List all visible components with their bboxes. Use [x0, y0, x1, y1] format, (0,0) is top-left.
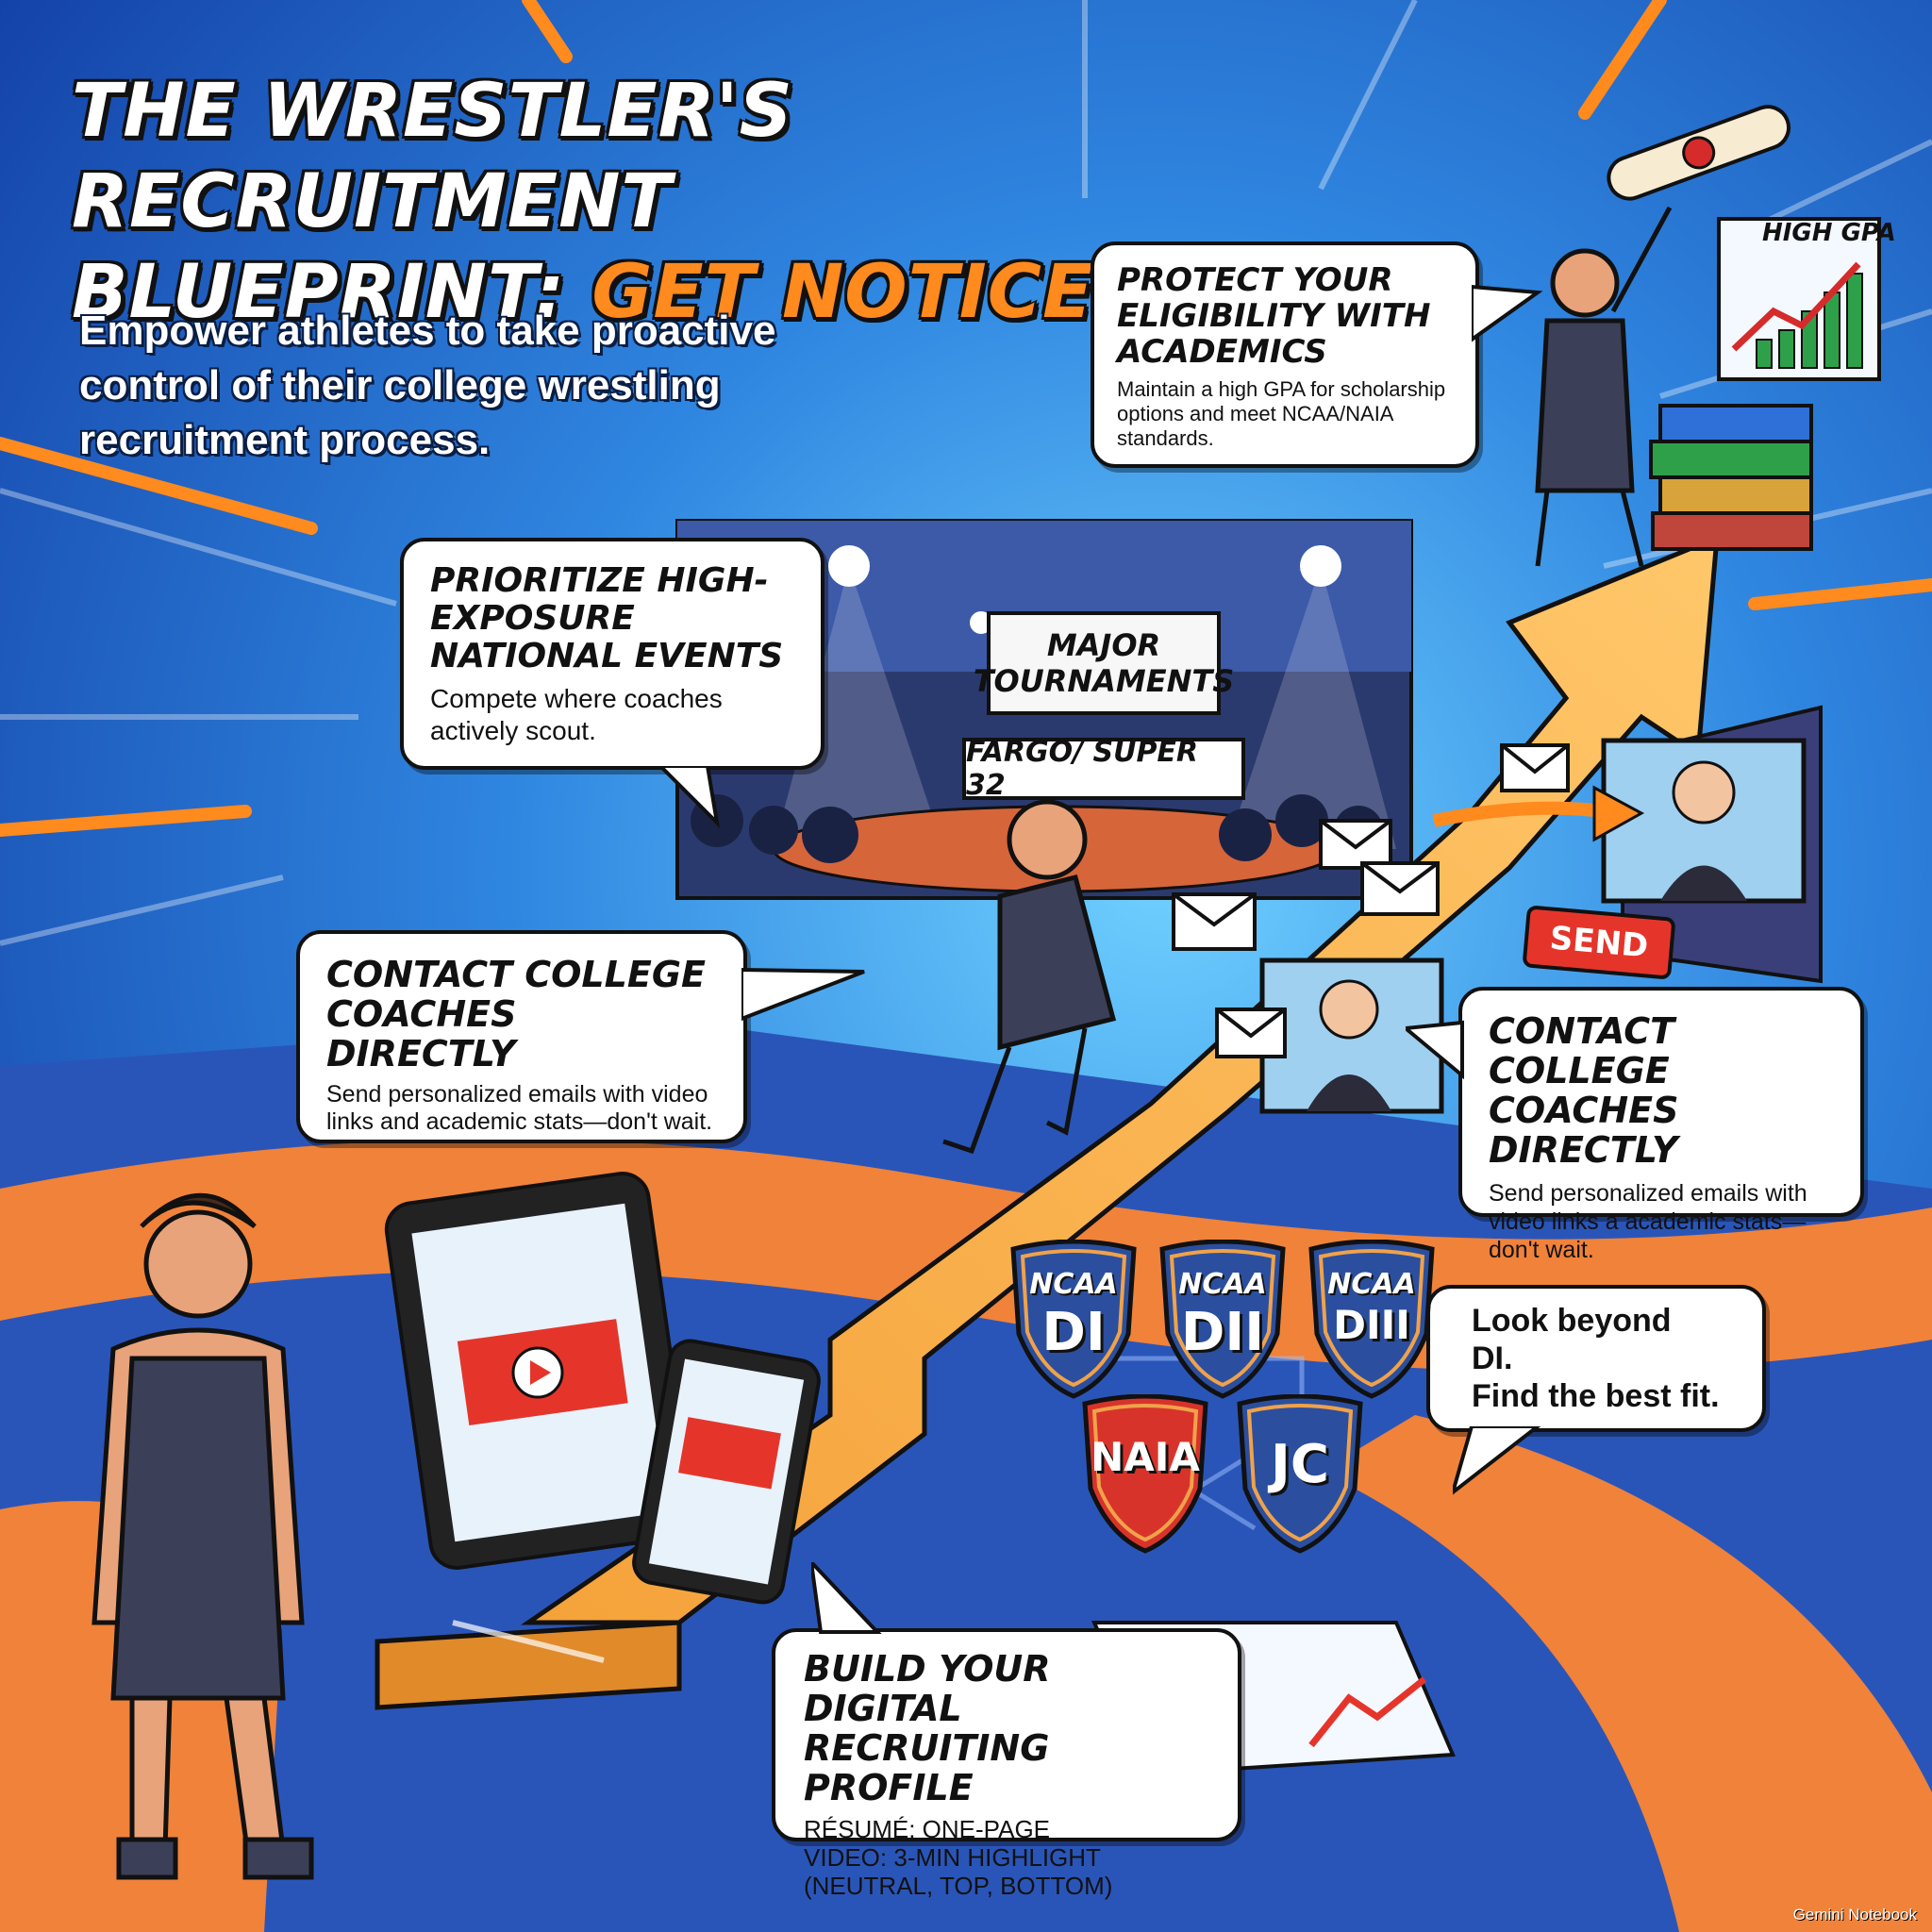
- contact-right-body: Send personalized emails with video link…: [1489, 1180, 1807, 1263]
- shield-icon: [1010, 1239, 1137, 1399]
- contact-left-bubble: CONTACT COLLEGE COACHES DIRECTLY Send pe…: [296, 930, 747, 1143]
- title-line-1: THE WRESTLER'S RECRUITMENT: [72, 69, 793, 244]
- academics-body: Maintain a high GPA for scholarship opti…: [1117, 377, 1446, 450]
- shield-icon: [1237, 1393, 1363, 1554]
- events-heading: PRIORITIZE HIGH-EXPOSURE NATIONAL EVENTS: [430, 561, 784, 675]
- fit-bubble-tail: [1453, 1426, 1541, 1495]
- subtitle: Empower athletes to take proactive contr…: [79, 308, 776, 463]
- profile-video: VIDEO: 3-MIN HIGHLIGHT: [804, 1843, 1101, 1872]
- shield-main-label: DIII: [1333, 1302, 1410, 1348]
- fit-line-1: Look beyond DI.: [1472, 1303, 1672, 1376]
- watermark: Gemini Notebook: [1792, 1906, 1917, 1924]
- title-line-2: BLUEPRINT: GET NOTICED: [72, 247, 1298, 338]
- shield-main-label: NAIA: [1091, 1434, 1200, 1480]
- shield-icon: [1082, 1393, 1208, 1554]
- shield-main-label: JC: [1271, 1434, 1329, 1495]
- division-shield-jc: JC: [1232, 1393, 1368, 1555]
- profile-positions: (NEUTRAL, TOP, BOTTOM): [804, 1872, 1113, 1900]
- shield-top-label: NCAA: [1029, 1268, 1118, 1301]
- contact-left-bubble-tail: [741, 967, 865, 1022]
- academics-heading: PROTECT YOUR ELIGIBILITY WITH ACADEMICS: [1117, 261, 1431, 371]
- division-shield-naia: NAIA: [1077, 1393, 1213, 1555]
- page-title: THE WRESTLER'S RECRUITMENT BLUEPRINT: GE…: [72, 66, 1298, 338]
- shield-main-label: DI: [1041, 1302, 1106, 1363]
- gpa-chart-label: HIGH GPA: [1762, 219, 1896, 247]
- events-bubble: PRIORITIZE HIGH-EXPOSURE NATIONAL EVENTS…: [400, 538, 824, 770]
- shield-icon: [1308, 1239, 1435, 1399]
- events-bubble-tail: [658, 766, 720, 828]
- profile-bubble: BUILD YOUR DIGITAL RECRUITING PROFILE RÉ…: [772, 1628, 1241, 1900]
- tournament-banner-text: MAJOR TOURNAMENTS: [973, 627, 1235, 699]
- academics-bubble: PROTECT YOUR ELIGIBILITY WITH ACADEMICS …: [1091, 242, 1479, 468]
- academics-bubble-tail: [1472, 284, 1543, 342]
- events-body: Compete where coaches actively scout.: [430, 684, 723, 745]
- send-button[interactable]: SEND: [1522, 905, 1676, 980]
- contact-right-bubble-tail: [1406, 1020, 1464, 1080]
- shield-top-label: NCAA: [1178, 1268, 1267, 1301]
- contact-left-body: Send personalized emails with video link…: [326, 1081, 713, 1135]
- tournament-sign-text: FARGO/ SUPER 32: [966, 736, 1199, 802]
- tournament-banner: MAJOR TOURNAMENTS: [974, 611, 1234, 715]
- shield-icon: [1159, 1239, 1286, 1399]
- shield-main-label: DII: [1180, 1302, 1265, 1363]
- title-highlight: GET NOTICED: [591, 250, 1157, 335]
- contact-left-heading: CONTACT COLLEGE COACHES DIRECTLY: [326, 954, 706, 1074]
- contact-right-heading: CONTACT COLLEGE COACHES DIRECTLY: [1489, 1010, 1679, 1171]
- profile-heading: BUILD YOUR DIGITAL RECRUITING PROFILE: [804, 1648, 1051, 1808]
- fit-line-2: Find the best fit.: [1472, 1378, 1720, 1414]
- contact-right-bubble: CONTACT COLLEGE COACHES DIRECTLY Send pe…: [1458, 987, 1864, 1263]
- profile-bubble-tail: [811, 1562, 882, 1634]
- fit-bubble: Look beyond DI. Find the best fit.: [1426, 1285, 1766, 1432]
- tournament-sign: FARGO/ SUPER 32: [962, 736, 1245, 802]
- title-prefix: BLUEPRINT:: [72, 250, 566, 335]
- profile-resume: RÉSUMÉ: ONE-PAGE: [804, 1815, 1051, 1843]
- shield-top-label: NCAA: [1327, 1268, 1416, 1301]
- send-button-label: SEND: [1548, 919, 1650, 966]
